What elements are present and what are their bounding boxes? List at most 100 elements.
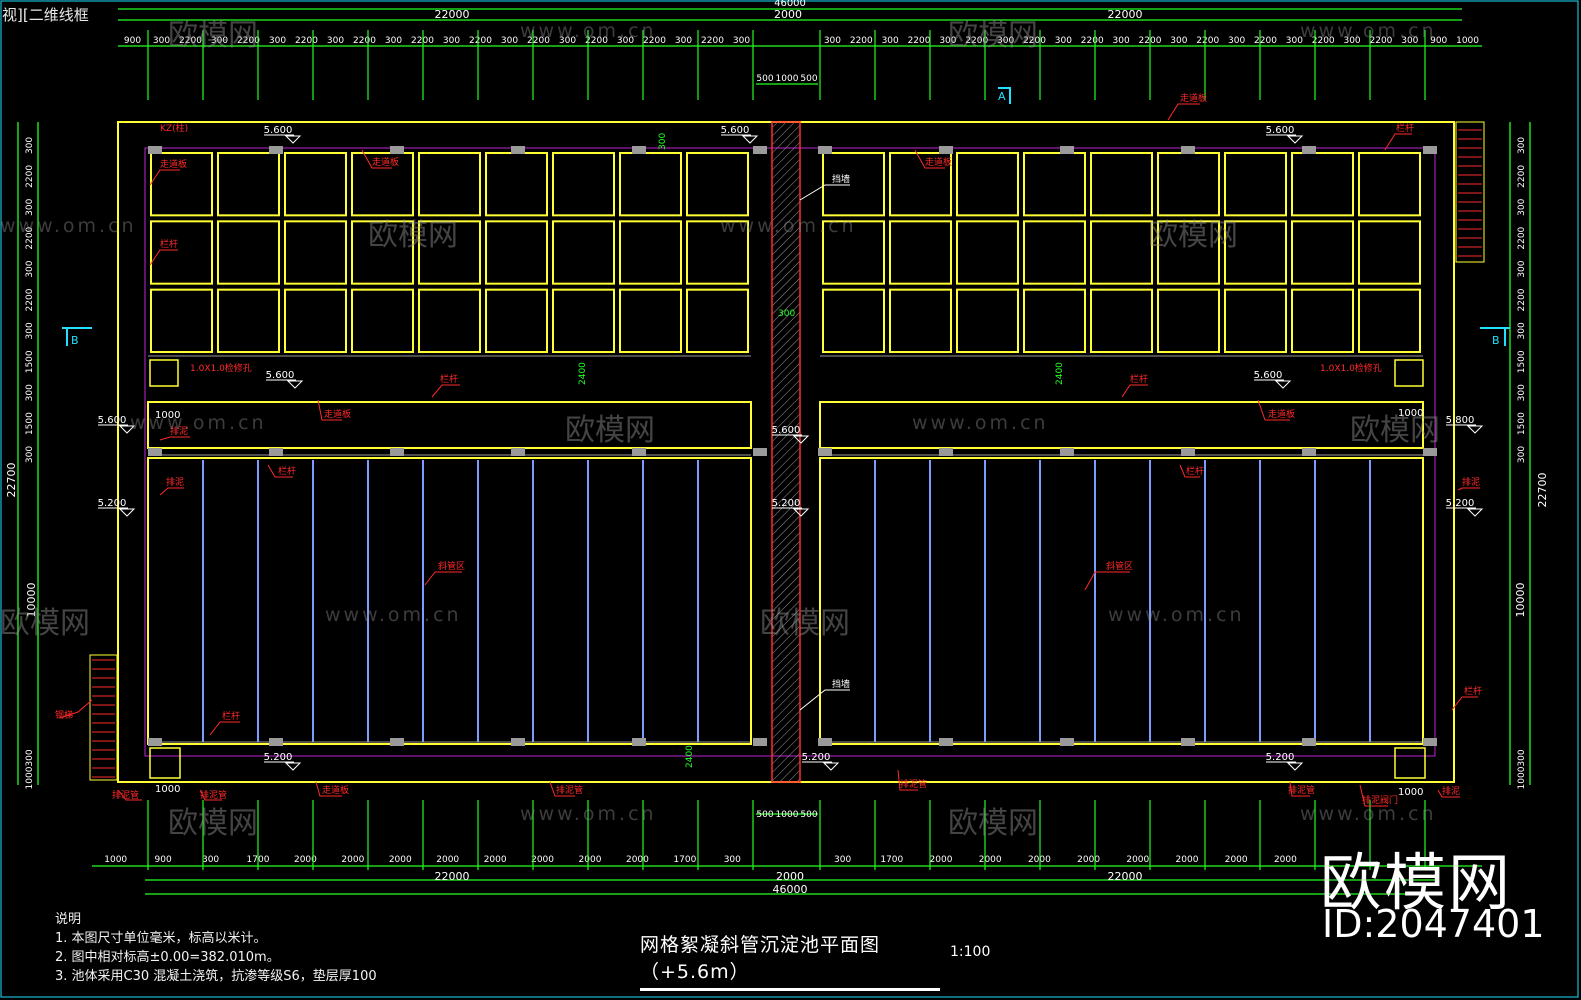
watermark-url-6: www.om.cn [912,412,1049,434]
column-nub [511,146,525,154]
floc-cell [485,220,548,285]
elevation-triangle [284,135,302,144]
walk-left-dim: 1000 [155,410,180,421]
floc-cell [150,288,213,353]
top-chain-right-label: 2200 [1254,36,1277,46]
side-chain-left-label: 300 [25,446,35,463]
column-nub [818,146,832,154]
column-nub [269,738,283,746]
top-center-chain-label: 500 [800,74,817,84]
dim-left-span-top: 22000 [435,8,470,21]
top-chain-right-label: 300 [1055,36,1072,46]
svg-text:排泥: 排泥 [170,425,188,437]
floc-cell [284,220,347,285]
bottom-chain-left-label: 1000 [104,855,127,865]
watermark-url-3: www.om.cn [0,215,137,237]
side-chain-right-label: 1500 [1517,350,1527,373]
side-chain-left-label: 2200 [25,165,35,188]
side-chain-left-label: 1500 [25,412,35,435]
side-chain-left-label: 1500 [25,350,35,373]
floc-cell [1224,288,1287,353]
notes-line-2: 2. 图中相对标高±0.00=382.010m。 [55,950,280,965]
top-chain-left-label: 2200 [469,36,492,46]
top-chain-right-label: 1000 [1456,36,1479,46]
top-chain-left-label: 300 [559,36,576,46]
floc-cell [686,152,749,217]
column-nub [269,448,283,456]
top-chain-left-label: 2200 [701,36,724,46]
floc-cell [485,152,548,217]
top-chain-right-label: 2200 [1023,36,1046,46]
top-chain-right-label: 300 [882,36,899,46]
top-chain-right-label: 900 [1430,36,1447,46]
top-chain-left-label: 900 [124,36,141,46]
svg-text:走道板: 走道板 [324,408,351,420]
section-mark-a [998,87,1011,104]
flocculation-grid-left [150,152,749,353]
column-nub [1423,738,1437,746]
column-nub [1423,146,1437,154]
floc-cell [284,152,347,217]
bottom-chain-left-label: 900 [155,855,172,865]
dim-side-right-lower: 10000 [1514,583,1527,618]
floc-cell [889,288,952,353]
svg-text:栏杆: 栏杆 [440,373,458,385]
bottom-center-chain-label: 1000 [776,810,799,820]
svg-text:走道板: 走道板 [925,156,952,168]
flocculation-grid-right [822,152,1421,353]
floc-cell [351,288,414,353]
elevation-triangle [792,508,810,517]
stair-left-steps [92,659,115,778]
section-mark-a-label: A [998,90,1006,103]
elevation-label: 5.600 [264,125,293,136]
elevation-triangle [118,508,136,517]
svg-text:2400: 2400 [685,745,695,768]
inclined-tubes-left [202,460,699,742]
dim-right-span-bottom: 22000 [1108,870,1143,883]
svg-text:斜管区: 斜管区 [438,560,465,572]
top-chain-right-label: 300 [824,36,841,46]
floc-cell [485,288,548,353]
top-dimension-chain: 9003002200300220030022003002200300220030… [124,36,1479,84]
side-chain-right-label: 300 [1517,260,1527,277]
elevation-triangle [284,762,302,771]
svg-text:排泥: 排泥 [1442,785,1460,797]
bottom-chain-right-label: 2000 [930,855,953,865]
column-nub [390,146,404,154]
elevation-label: 5.600 [266,370,295,381]
elevation-label: 5.800 [1446,415,1475,426]
floc-cell [1023,220,1086,285]
white-leader-labels: 挡墙 挡墙 [832,173,850,690]
dim-center-span-top: 2000 [774,8,802,21]
side-chain-right-label: 300 [1517,198,1527,215]
column-nub [1302,146,1316,154]
bottom-chain-right-label: 2000 [1274,855,1297,865]
dim-right-span-top: 22000 [1108,8,1143,21]
svg-text:走道板: 走道板 [372,156,399,168]
bottom-chain-right-label: 1700 [880,855,903,865]
floc-cell [552,288,615,353]
design-notes: 说明 1. 本图尺寸单位毫米，标高以米计。 2. 图中相对标高±0.00=382… [55,910,377,986]
column-nub [818,738,832,746]
elevation-label: 5.600 [721,125,750,136]
column-nub [390,738,404,746]
walk-right-dim: 1000 [1398,408,1423,419]
sedimentation-zones [147,457,1424,745]
bottom-chain-left-label: 2000 [436,855,459,865]
floc-cell [889,220,952,285]
floc-cell [1358,220,1421,285]
top-chain-left-label: 2200 [585,36,608,46]
top-chain-right-label: 300 [1113,36,1130,46]
column-nub [632,448,646,456]
svg-text:栏杆: 栏杆 [160,238,178,250]
stair-right [1455,121,1485,263]
watermark-url-8: www.om.cn [1108,604,1245,626]
svg-text:KZ(柱): KZ(柱) [160,122,188,134]
watermark-url-4: www.om.cn [720,215,857,237]
floc-cell [1157,152,1220,217]
floc-cell [418,220,481,285]
floc-cell [889,152,952,217]
floc-cell [1224,220,1287,285]
